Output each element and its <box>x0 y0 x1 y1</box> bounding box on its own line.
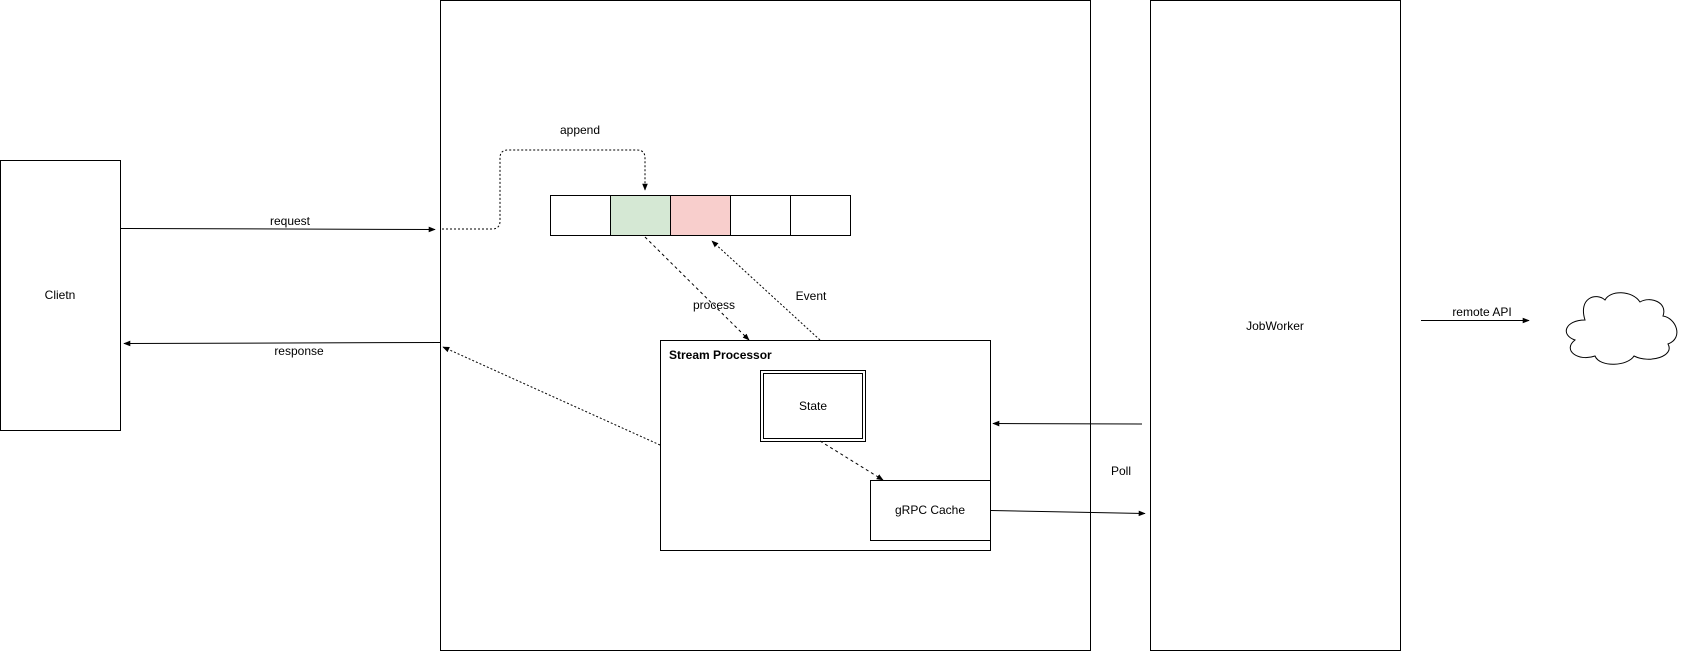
process-label: process <box>693 298 735 312</box>
remote-api-label: remote API <box>1452 305 1511 319</box>
stream-processor-label: Stream Processor <box>669 348 772 362</box>
cache-to-jobworker-edge <box>990 510 1146 517</box>
state-node[interactable]: State <box>760 370 866 442</box>
client-label: Clietn <box>45 288 76 302</box>
state-to-cache-edge <box>819 440 884 481</box>
cloud-icon <box>1565 292 1678 365</box>
append-label: append <box>560 123 600 137</box>
state-label: State <box>799 399 827 413</box>
request-label: request <box>270 214 311 228</box>
log-buffer <box>550 195 851 236</box>
request-edge: request <box>120 214 436 233</box>
log-cell[interactable] <box>730 195 791 236</box>
log-cell-red[interactable] <box>670 195 731 236</box>
poll-edge <box>992 420 1143 427</box>
response-edge: response <box>123 340 441 358</box>
log-cell-green[interactable] <box>610 195 671 236</box>
jobworker-node[interactable]: JobWorker <box>1150 0 1401 651</box>
event-label: Event <box>796 289 827 303</box>
response-label: response <box>274 344 324 358</box>
client-node[interactable]: Clietn <box>0 160 121 431</box>
log-cell[interactable] <box>790 195 851 236</box>
process-edge: process <box>644 236 750 341</box>
grpc-cache-node[interactable]: gRPC Cache <box>870 480 991 541</box>
event-edge: Event <box>711 240 827 341</box>
broker-container[interactable] <box>440 0 1091 651</box>
poll-label: Poll <box>1111 464 1131 478</box>
grpc-cache-label: gRPC Cache <box>895 503 965 517</box>
jobworker-label: JobWorker <box>1246 319 1304 333</box>
append-edge: append <box>442 123 648 230</box>
log-cell[interactable] <box>550 195 611 236</box>
remote-api-edge: remote API <box>1421 305 1530 324</box>
